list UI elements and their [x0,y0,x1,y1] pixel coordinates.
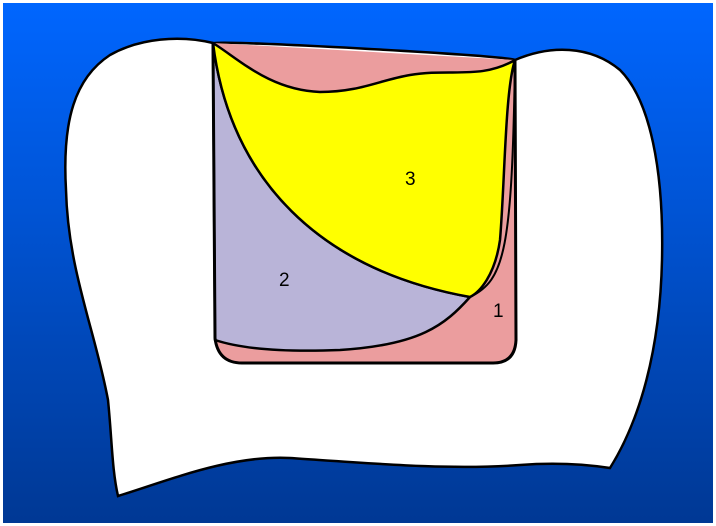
cavity-outline [211,42,518,365]
region-3-label: 3 [405,169,416,190]
region-2-label: 2 [279,270,290,291]
region-3-layer [211,41,517,299]
liner-inner-edge [469,59,516,298]
region-1-label: 1 [493,301,504,322]
